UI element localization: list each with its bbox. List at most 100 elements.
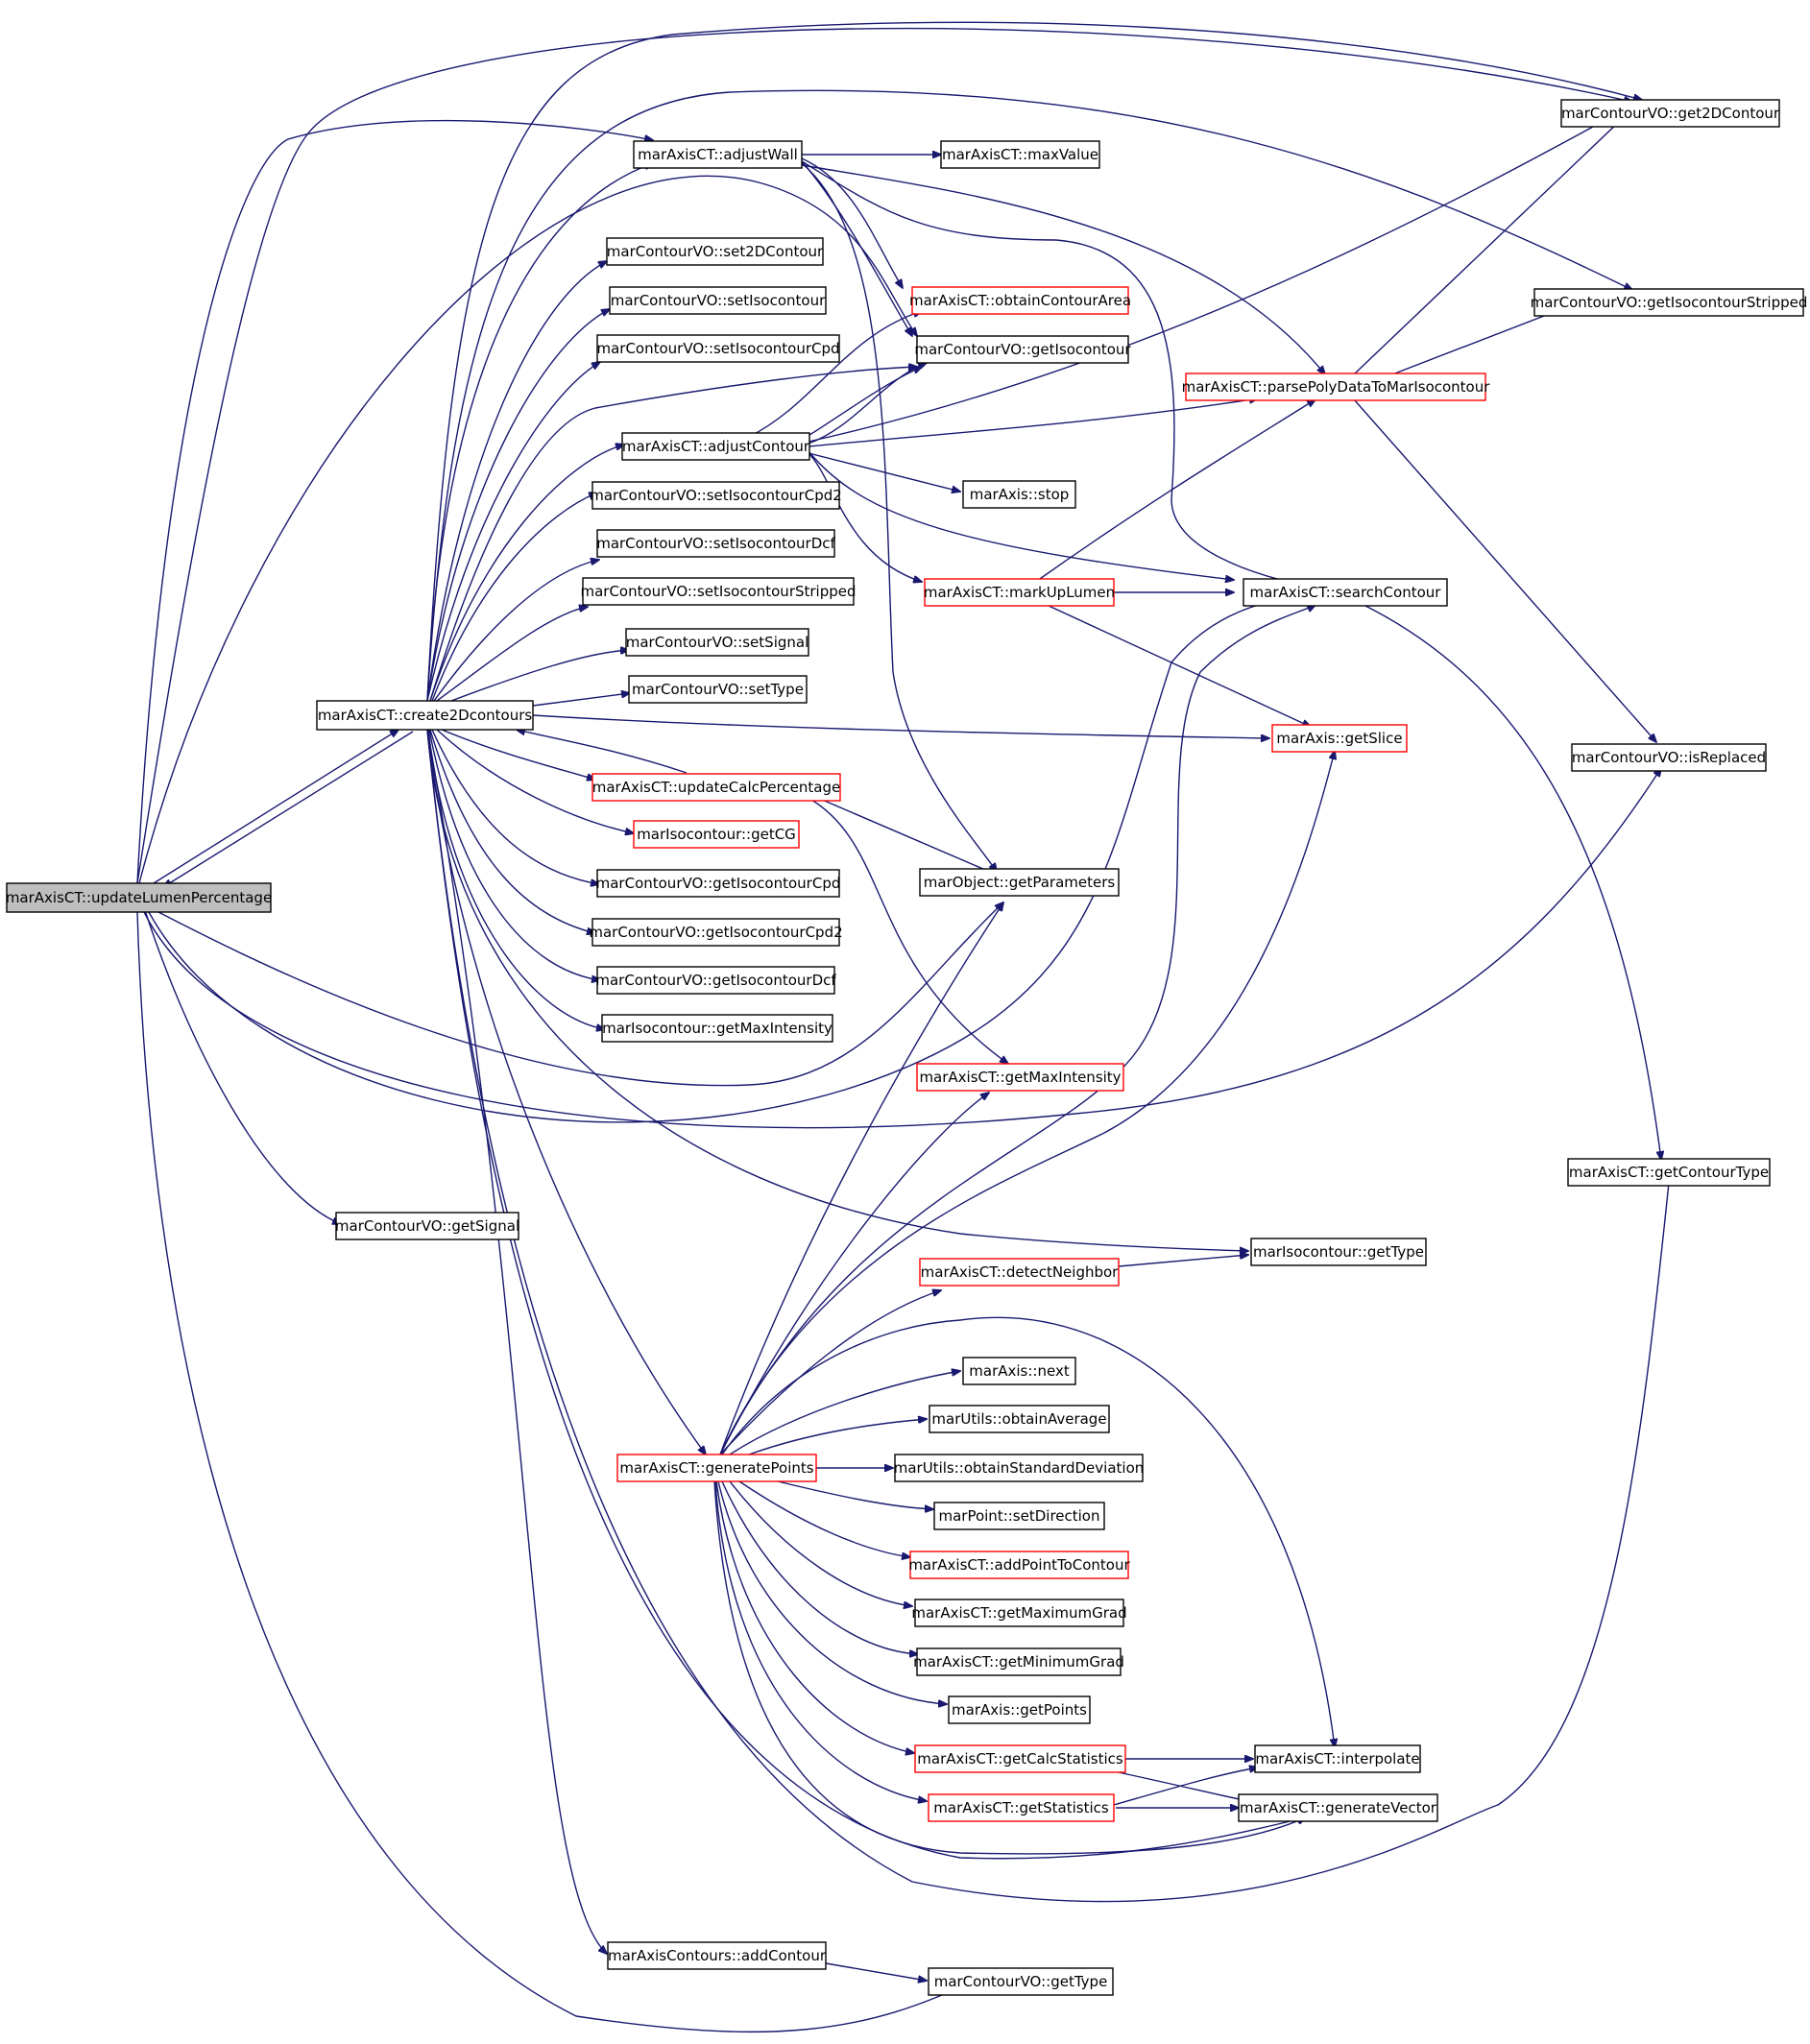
node-box <box>596 334 840 363</box>
node-label: marContourVO::getIsocontourCpd2 <box>589 924 842 941</box>
node-box <box>616 1454 817 1482</box>
node-getCalcStatistics[interactable]: marAxisCT::getCalcStatistics <box>914 1744 1126 1773</box>
node-box <box>933 1502 1105 1530</box>
node-box <box>1243 578 1448 607</box>
edge-create2d-to-generatevector <box>426 729 1306 1860</box>
node-getIsocontourDcf[interactable]: marContourVO::getIsocontourDcf <box>595 966 836 995</box>
edge-generatepoints-to-getslice <box>719 751 1335 1455</box>
node-setIsocontourDcf[interactable]: marContourVO::setIsocontourDcf <box>596 529 836 558</box>
node-interpolate[interactable]: marAxisCT::interpolate <box>1254 1744 1421 1773</box>
node-box <box>596 869 840 898</box>
nodes-layer: marAxisCT::updateLumenPercentagemarAxisC… <box>6 99 1808 1996</box>
node-isReplaced[interactable]: marContourVO::isReplaced <box>1571 743 1767 772</box>
node-obtainContourArea[interactable]: marAxisCT::obtainContourArea <box>909 286 1131 315</box>
node-box <box>1238 1793 1438 1822</box>
node-setIsocontour[interactable]: marContourVO::setIsocontour <box>609 286 827 315</box>
edge-create2d-to-getcg <box>436 729 634 833</box>
node-getSignal[interactable]: marContourVO::getSignal <box>335 1212 519 1240</box>
edge-generatepoints-to-ctgetmaxintensity <box>719 1093 989 1455</box>
node-label: marContourVO::getIsocontourStripped <box>1531 294 1808 311</box>
edge-updatecalc-to-ctgetmaxintensity <box>806 796 1008 1064</box>
node-next[interactable]: marAxis::next <box>962 1357 1076 1385</box>
node-setType[interactable]: marContourVO::setType <box>628 675 808 704</box>
node-box <box>607 1941 827 1970</box>
node-generatePoints[interactable]: marAxisCT::generatePoints <box>616 1454 817 1482</box>
node-generateVector[interactable]: marAxisCT::generateVector <box>1238 1793 1438 1822</box>
edge-adjustcontour-to-getisocontour-b <box>808 363 927 445</box>
edge-create2d-to-setisocontourcpd <box>426 362 600 702</box>
node-box <box>582 577 855 606</box>
node-label: marPoint::setDirection <box>938 1507 1099 1525</box>
node-getPoints[interactable]: marAxis::getPoints <box>948 1695 1091 1724</box>
node-box <box>1567 1158 1771 1187</box>
edge-create2d-to-setisocontourdcf <box>433 560 599 702</box>
node-box <box>596 529 835 558</box>
node-getSlice[interactable]: marAxis::getSlice <box>1271 724 1408 753</box>
node-getMaximumGrad[interactable]: marAxisCT::getMaximumGrad <box>911 1599 1127 1627</box>
node-label: marAxis::getSlice <box>1276 730 1402 747</box>
node-setSignal[interactable]: marContourVO::setSignal <box>625 628 809 657</box>
node-box <box>609 286 827 315</box>
node-markUpLumen[interactable]: marAxisCT::markUpLumen <box>924 578 1115 607</box>
node-updateLumenPercentage[interactable]: marAxisCT::updateLumenPercentage <box>6 882 272 913</box>
node-getMinimumGrad[interactable]: marAxisCT::getMinimumGrad <box>913 1647 1124 1676</box>
edge-update-to-create2d-a <box>153 730 398 884</box>
edge-generatepoints-to-interpolate <box>721 1316 1335 1747</box>
node-create2Dcontours[interactable]: marAxisCT::create2Dcontours <box>316 700 534 731</box>
node-getStatistics[interactable]: marAxisCT::getStatistics <box>928 1793 1115 1822</box>
node-label: marAxisCT::detectNeighbor <box>921 1263 1120 1281</box>
node-label: marContourVO::getType <box>934 1973 1108 1990</box>
edge-generatepoints-to-getstatistics <box>714 1480 927 1801</box>
edge-create2d-to-getslice <box>532 714 1269 738</box>
node-addPointToContour[interactable]: marAxisCT::addPointToContour <box>908 1551 1131 1579</box>
node-obtainStandardDeviation[interactable]: marUtils::obtainStandardDeviation <box>894 1454 1145 1482</box>
node-isoGetMaxIntensity[interactable]: marIsocontour::getMaxIntensity <box>601 1014 833 1043</box>
node-maxValue[interactable]: marAxisCT::maxValue <box>940 140 1100 169</box>
node-searchContour[interactable]: marAxisCT::searchContour <box>1243 578 1448 607</box>
node-label: marAxisCT::updateCalcPercentage <box>592 779 841 796</box>
node-ctGetMaxIntensity[interactable]: marAxisCT::getMaxIntensity <box>916 1063 1124 1092</box>
node-detectNeighbor[interactable]: marAxisCT::detectNeighbor <box>919 1258 1120 1287</box>
node-isoGetType[interactable]: marIsocontour::getType <box>1250 1238 1427 1266</box>
node-label: marAxisCT::getCalcStatistics <box>917 1750 1123 1767</box>
node-box <box>625 628 809 657</box>
node-getIsocontourCpd2[interactable]: marContourVO::getIsocontourCpd2 <box>589 918 843 947</box>
node-label: marAxisCT::markUpLumen <box>924 584 1115 601</box>
node-getContourType[interactable]: marContourVO::getType <box>928 1967 1114 1996</box>
node-setIsocontourStripped[interactable]: marContourVO::setIsocontourStripped <box>580 577 857 606</box>
node-box <box>1254 1744 1421 1773</box>
node-obtainAverage[interactable]: marUtils::obtainAverage <box>929 1405 1110 1433</box>
node-getIsocontour[interactable]: marContourVO::getIsocontour <box>914 335 1131 364</box>
node-getCG[interactable]: marIsocontour::getCG <box>633 820 800 849</box>
node-setDirection[interactable]: marPoint::setDirection <box>933 1502 1105 1530</box>
node-box <box>914 1599 1124 1627</box>
node-set2DContour[interactable]: marContourVO::set2DContour <box>606 237 824 266</box>
node-addContour[interactable]: marAxisContours::addContour <box>607 1941 827 1970</box>
edge-update-to-getsignal <box>143 906 341 1224</box>
node-updateCalcPercentage[interactable]: marAxisCT::updateCalcPercentage <box>591 773 841 802</box>
node-box <box>1560 99 1780 128</box>
node-box <box>316 700 534 731</box>
node-adjustWall[interactable]: marAxisCT::adjustWall <box>633 140 803 169</box>
node-adjustContour[interactable]: marAxisCT::adjustContour <box>621 432 810 461</box>
edge-generatepoints-to-getminimumgrad <box>721 1480 918 1654</box>
edge-update-to-contourvo-gettype <box>136 911 979 2033</box>
node-getIsocontourCpd[interactable]: marContourVO::getIsocontourCpd <box>596 869 841 898</box>
node-box <box>601 1014 833 1043</box>
node-box <box>1533 288 1804 317</box>
node-box <box>633 820 800 849</box>
node-box <box>914 1744 1126 1773</box>
node-setIsocontourCpd[interactable]: marContourVO::setIsocontourCpd <box>596 334 840 363</box>
edge-adjustwall-to-searchcontour <box>801 160 1325 589</box>
node-get2DContour[interactable]: marContourVO::get2DContour <box>1560 99 1780 128</box>
node-stop[interactable]: marAxis::stop <box>962 480 1076 509</box>
edge-create2d-to-getisocontour <box>429 367 917 702</box>
node-box <box>948 1695 1091 1724</box>
node-parsePolyData[interactable]: marAxisCT::parsePolyDataToMarIsocontour <box>1182 373 1491 401</box>
node-box <box>621 432 810 461</box>
node-setIsocontourCpd2[interactable]: marContourVO::setIsocontourCpd2 <box>590 481 842 510</box>
node-box <box>916 1063 1124 1092</box>
node-getParameters[interactable]: marObject::getParameters <box>919 868 1120 897</box>
node-getIsocontourStripped[interactable]: marContourVO::getIsocontourStripped <box>1531 288 1808 317</box>
node-axisCTGetContourType[interactable]: marAxisCT::getContourType <box>1567 1158 1771 1187</box>
